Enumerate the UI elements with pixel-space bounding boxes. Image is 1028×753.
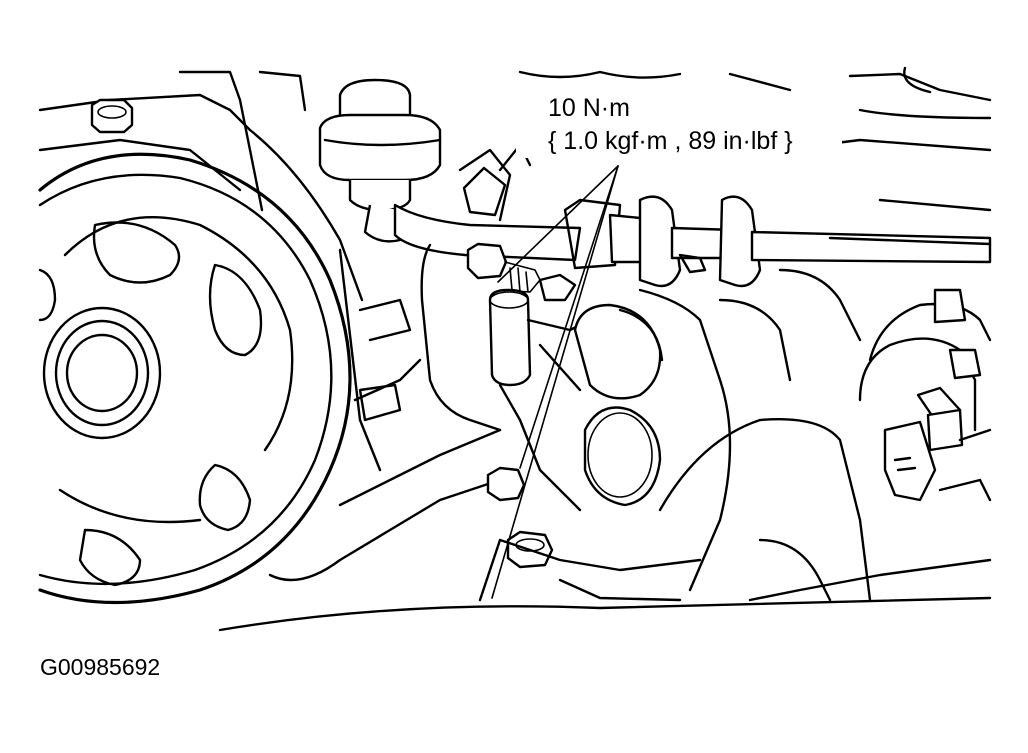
lower-outline — [218, 538, 992, 632]
torque-value-nm: 10 N·m — [548, 94, 630, 122]
water-outlet-housing — [420, 243, 664, 512]
engine-block-outline — [38, 66, 992, 212]
bolt-heads — [90, 98, 554, 569]
torque-specification-callout: 10 N·m { 1.0 kgf·m , 89 in·lbf } — [516, 92, 842, 158]
torque-value-alternate: { 1.0 kgf·m , 89 in·lbf } — [548, 127, 793, 155]
timing-belt-cover — [248, 128, 502, 582]
throttle-body-connector — [858, 288, 992, 502]
torque-leader-lines — [491, 165, 619, 599]
crankshaft-pulley — [38, 152, 352, 605]
intake-manifold — [498, 268, 992, 602]
fuel-hose — [393, 143, 992, 288]
figure-id: G00985692 — [40, 654, 161, 680]
